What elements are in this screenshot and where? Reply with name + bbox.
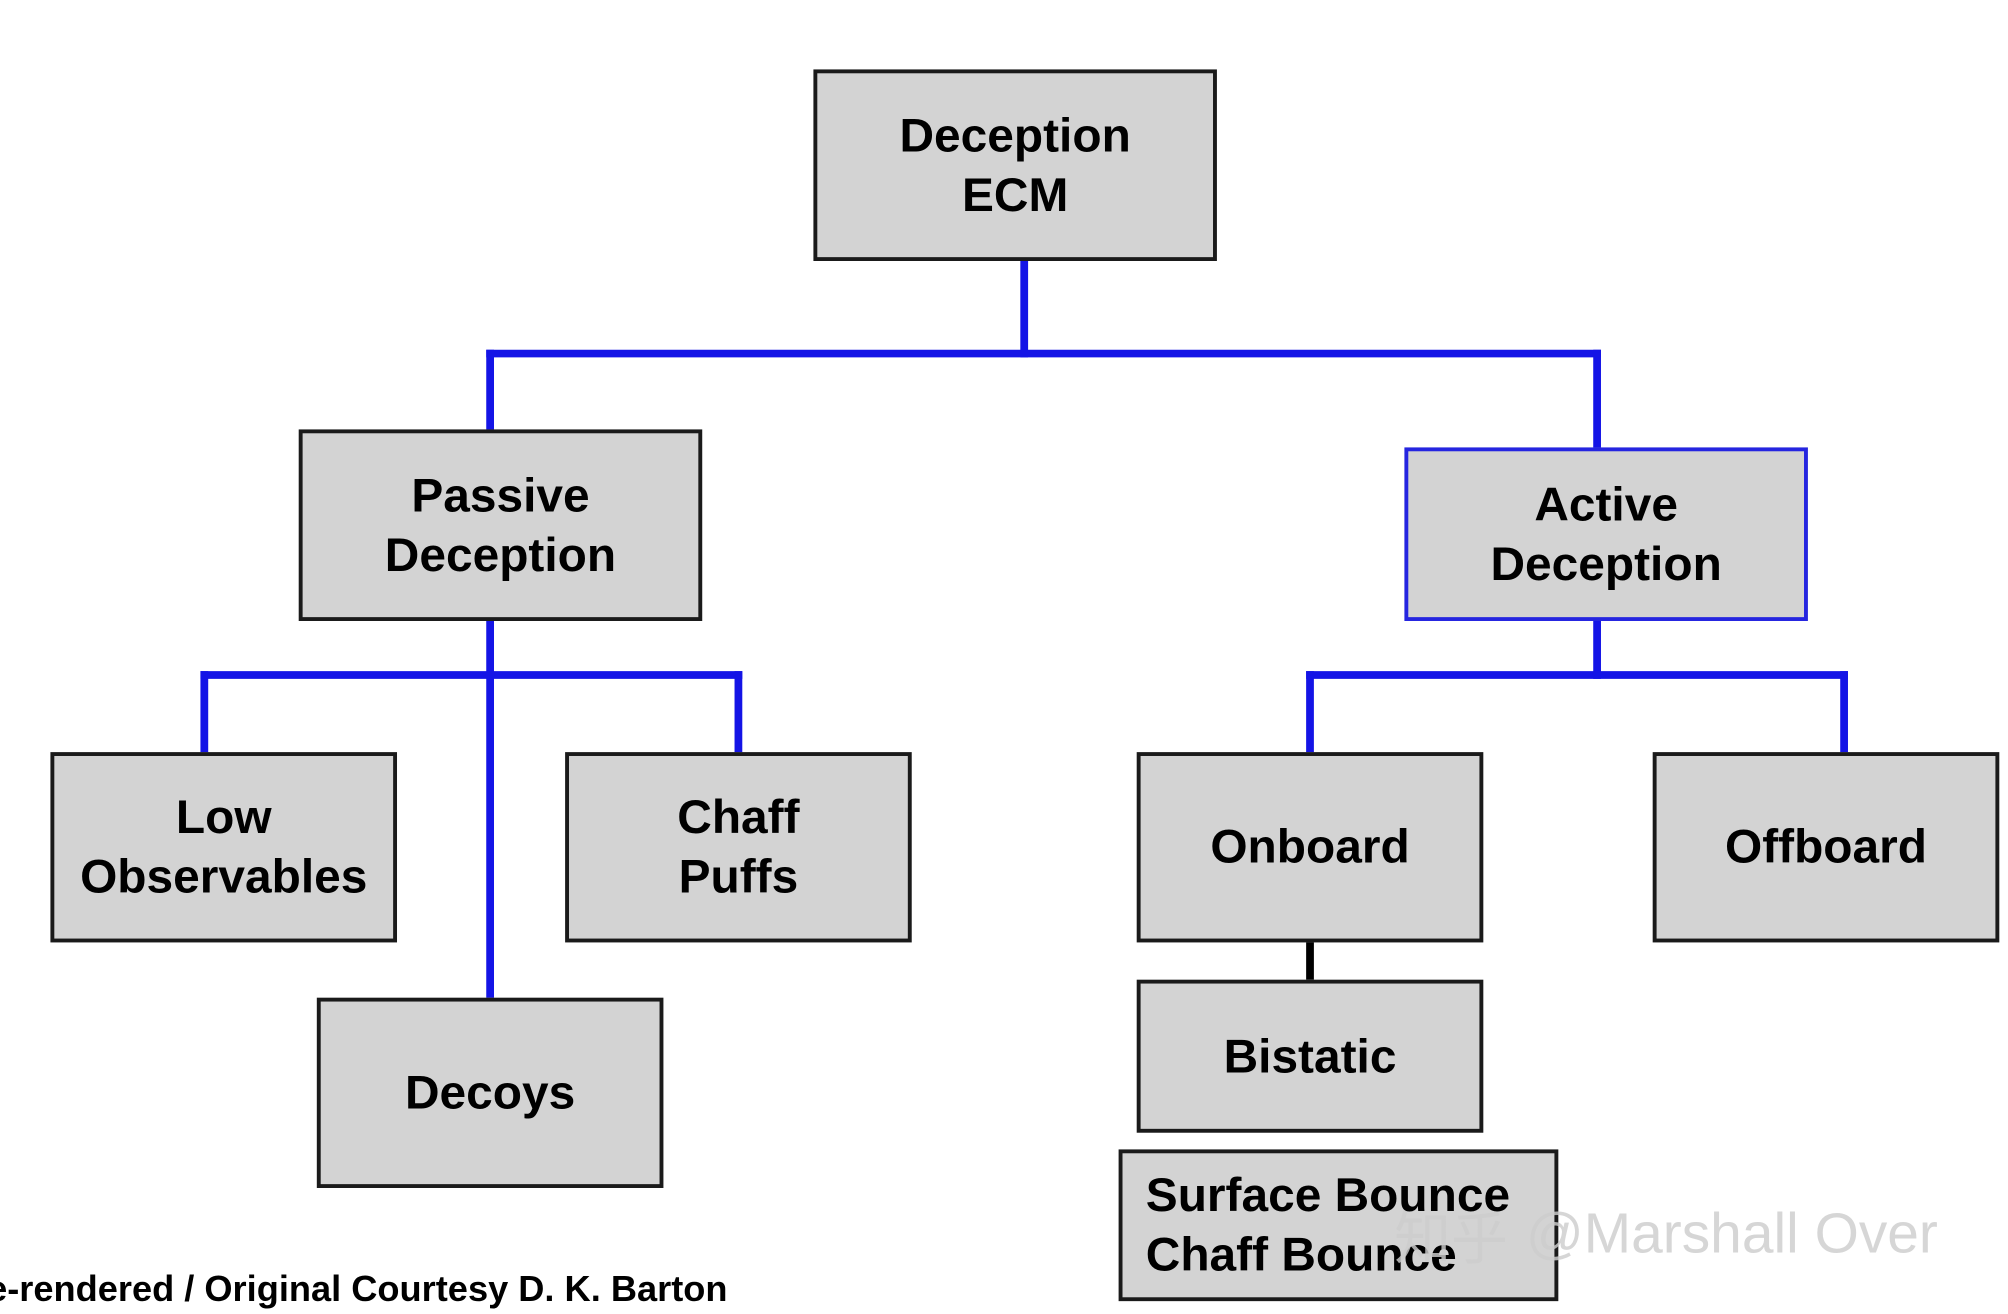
node-bistatic: Bistatic [1136, 979, 1484, 1133]
node-passive-deception: Passive Deception [298, 429, 703, 621]
node-surface-chaff-bounce: Surface Bounce Chaff Bounce [1118, 1149, 1559, 1302]
node-active-deception: Active Deception [1404, 447, 1808, 621]
node-chaff-puffs: Chaff Puffs [565, 752, 912, 943]
watermark-brand: 知乎 [1394, 1208, 1508, 1272]
node-onboard: Onboard [1136, 752, 1484, 943]
node-decoys: Decoys [316, 997, 664, 1188]
watermark: 知乎 @Marshall Over [1394, 1193, 1938, 1275]
watermark-handle: @Marshall Over [1525, 1202, 1938, 1266]
node-low-observables: Low Observables [50, 752, 398, 943]
source-credit: e-rendered / Original Courtesy D. K. Bar… [0, 1268, 728, 1309]
node-offboard: Offboard [1652, 752, 2000, 943]
node-deception-ecm: Deception ECM [813, 69, 1217, 261]
